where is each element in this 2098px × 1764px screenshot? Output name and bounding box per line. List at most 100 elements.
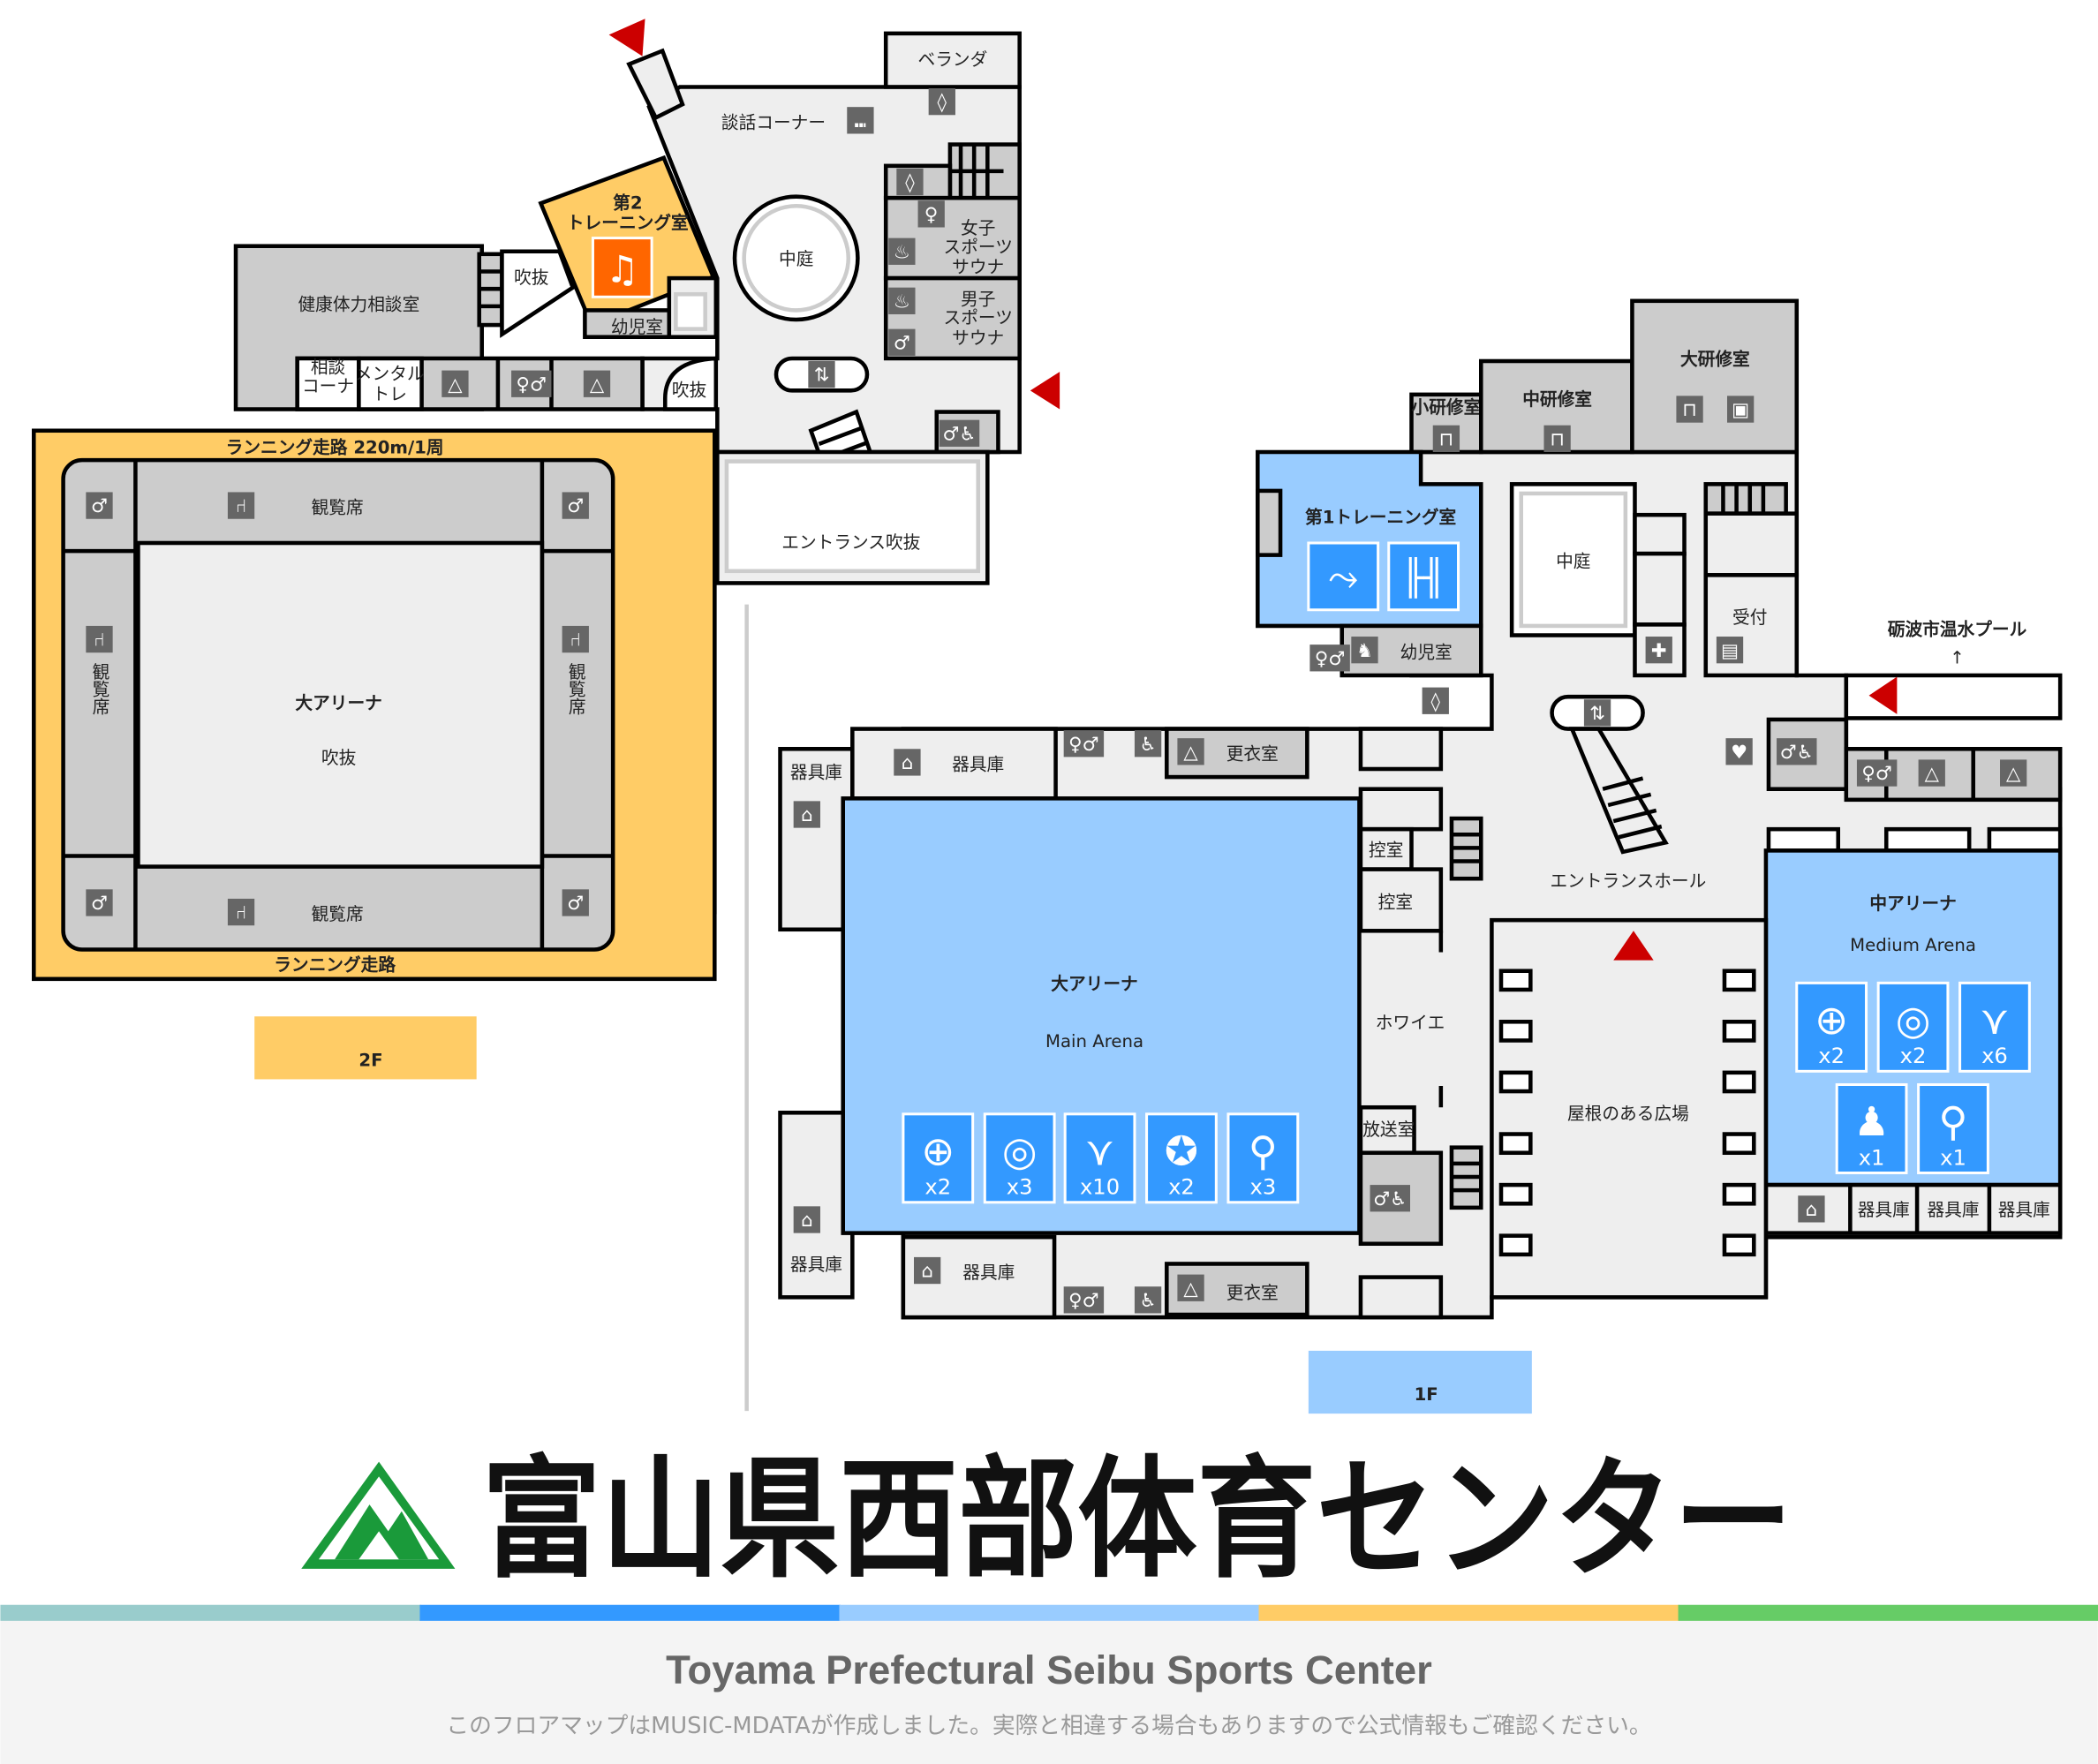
elevator-icon: ⇅ <box>808 360 835 388</box>
entrance-arrow-1f-plaza <box>1613 931 1654 961</box>
svg-text:♀♂: ♀♂ <box>1861 762 1892 784</box>
storage-label: 器具庫 <box>952 755 1004 775</box>
waiting-room-label: 控室 <box>1369 840 1403 860</box>
svg-text:⌂: ⌂ <box>1806 1198 1817 1220</box>
svg-text:♞: ♞ <box>1356 639 1373 661</box>
svg-text:✪: ✪ <box>1165 1127 1198 1174</box>
entrance-hall-label: エントランスホール <box>1551 871 1707 891</box>
svg-text:♀♂: ♀♂ <box>1068 733 1099 755</box>
storage-label: 器具庫 <box>1927 1200 1979 1220</box>
broadcast-room-label: 放送室 <box>1362 1119 1415 1140</box>
courtyard-2f-label: 中庭 <box>779 249 813 269</box>
sport-count: x2 <box>1818 1044 1845 1068</box>
veranda <box>883 31 1022 89</box>
svg-text:▤: ▤ <box>1721 639 1739 661</box>
stairs <box>1703 482 1788 516</box>
svg-text:♿: ♿ <box>1140 733 1157 755</box>
svg-text:♀♂: ♀♂ <box>517 373 547 395</box>
svg-text:⇅: ⇅ <box>1589 702 1605 724</box>
svg-text:◎: ◎ <box>1002 1127 1038 1174</box>
storage-label: 器具庫 <box>1858 1200 1910 1220</box>
mental-training-label-2: トレ <box>373 384 407 404</box>
mid-seminar-label: 中研修室 <box>1522 389 1592 410</box>
svg-text:⊕: ⊕ <box>921 1127 955 1174</box>
sauna-men-label-2: スポーツ <box>944 308 1013 328</box>
svg-text:⌂: ⌂ <box>921 1260 932 1282</box>
svg-text:◊: ◊ <box>1431 690 1441 712</box>
men-icon: ♂ <box>86 889 113 916</box>
svg-text:△: △ <box>2006 762 2021 784</box>
storage-icon: ⌂ <box>914 1256 941 1285</box>
toilet-icon: ♀♂ <box>1063 1286 1105 1314</box>
hanger-icon: △ <box>1177 1274 1204 1301</box>
men-icon: ♂ <box>86 492 113 519</box>
elevator-icon: ⇅ <box>1583 699 1611 727</box>
medium-arena-en-label: Medium Arena <box>1850 935 1976 955</box>
toilet-accessible-icon: ♂♿ <box>1370 1185 1410 1212</box>
floor-2f-badge <box>254 1016 477 1080</box>
svg-text:⇅: ⇅ <box>814 364 830 386</box>
svg-text:♀♂: ♀♂ <box>1068 1289 1099 1311</box>
svg-text:▣: ▣ <box>1732 398 1749 420</box>
svg-text:△: △ <box>448 373 463 395</box>
sauna-women-label-3: サウナ <box>952 257 1004 277</box>
lounge-icon: ⑉ <box>847 107 874 134</box>
footer <box>0 1620 2098 1764</box>
small-seminar-room <box>1409 392 1483 455</box>
hanger-icon: △ <box>1177 738 1204 765</box>
large-seminar-room <box>1630 298 1800 455</box>
treadmill-icon: ⤳ <box>1307 541 1380 612</box>
consult-corner-label-2: コーナ <box>302 376 354 396</box>
svg-text:╟╢: ╟╢ <box>1402 557 1444 599</box>
lounge-label: 談話コーナー <box>721 112 826 132</box>
svg-text:△: △ <box>1183 741 1198 763</box>
wheelchair-icon: ♿ <box>1134 1286 1162 1314</box>
entrance-stairs-1f <box>1568 727 1669 855</box>
wheelchair-icon: ♿ <box>1134 730 1162 758</box>
sauna-women-label-2: スポーツ <box>944 237 1013 257</box>
svg-text:♫: ♫ <box>606 249 639 292</box>
sport-count: x1 <box>1859 1145 1885 1170</box>
svg-text:⚲: ⚲ <box>1938 1098 1967 1145</box>
seat-icon: ⑁ <box>86 625 113 653</box>
sauna-icon: ♨ <box>888 287 916 314</box>
waiting-room <box>1358 867 1444 933</box>
svg-text:♨: ♨ <box>894 240 910 262</box>
toilet-icon: ♀♂ <box>1309 645 1350 672</box>
tennis-icon: ⚲x3 <box>1226 1112 1300 1204</box>
arena-2f-label: 大アリーナ <box>295 693 381 713</box>
nursery-2f-label: 幼児室 <box>611 317 663 337</box>
changing-room-icon: △ <box>2000 759 2027 787</box>
storage-icon: ⌂ <box>793 1206 820 1233</box>
seats-bottom-label: 観覧席 <box>312 904 364 924</box>
facility-english-name: Toyama Prefectural Seibu Sports Center <box>666 1647 1432 1692</box>
svg-text:♂: ♂ <box>567 494 584 516</box>
svg-text:⌂: ⌂ <box>801 1209 812 1231</box>
toilet-accessible-icon: ♂♿ <box>1777 738 1817 765</box>
storage-icon: ⌂ <box>1798 1195 1825 1223</box>
sport-count: x1 <box>1940 1145 1966 1170</box>
sauna-women-label-1: 女子 <box>961 218 995 238</box>
storage-icon: ⌂ <box>894 749 921 776</box>
entrance-arrow-1f-right <box>1868 676 1898 714</box>
sauna-icon: ♨ <box>888 237 916 265</box>
svg-text:△: △ <box>590 373 605 395</box>
seat-icon: ⑁ <box>227 898 255 926</box>
large-seminar-label: 大研修室 <box>1680 350 1750 370</box>
badminton-icon: ⋎x10 <box>1063 1112 1136 1204</box>
veranda-label: ベランダ <box>918 49 988 70</box>
covered-plaza-label: 屋根のある広場 <box>1567 1104 1689 1124</box>
disclaimer: このフロアマップはMUSIC-MDATAが作成しました。実際と相違する場合もあり… <box>446 1713 1651 1739</box>
women-icon: ♀ <box>917 200 945 228</box>
stairs <box>947 142 1022 200</box>
locker-room-label: 更衣室 <box>1226 1283 1279 1303</box>
foyer-label: ホワイエ <box>1376 1013 1445 1033</box>
svg-text:⊓: ⊓ <box>1550 427 1565 449</box>
svg-text:♂♿: ♂♿ <box>1373 1187 1407 1210</box>
sport-count: x6 <box>1981 1044 2008 1068</box>
floor-2f-label: 2F <box>358 1050 382 1070</box>
training-room-1-label: 第1トレーニング室 <box>1305 507 1456 527</box>
trash-icon: ◊ <box>928 87 955 116</box>
seats-left-label: 観覧席 <box>89 663 109 715</box>
svg-text:♨: ♨ <box>894 290 910 312</box>
